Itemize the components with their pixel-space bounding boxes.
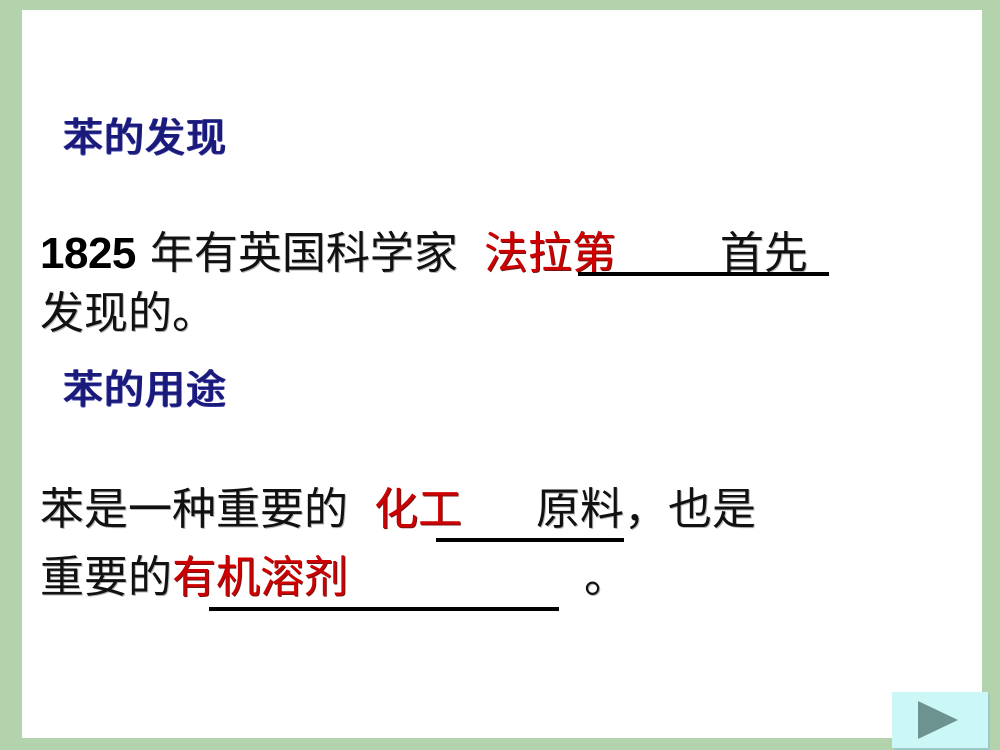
discovery-line-1-prefix: 年有英国科学家 (149, 228, 458, 279)
discovery-year: 1825 (40, 229, 136, 278)
uses-answer-chemical-industry: 化工 (374, 484, 462, 535)
uses-line-2: 重要的有机溶剂。 (40, 556, 628, 600)
uses-line-1-suffix: 原料，也是 (536, 484, 756, 535)
uses-line-2-prefix: 重要的 (40, 552, 172, 603)
play-triangle-icon (918, 701, 958, 739)
blank-underline-chemical-industry (436, 538, 624, 542)
heading-benzene-discovery: 苯的发现 (63, 115, 227, 161)
uses-line-1: 苯是一种重要的化工原料，也是 (40, 488, 756, 532)
blank-underline-faraday (578, 272, 829, 276)
blank-underline-organic-solvent (209, 607, 559, 611)
discovery-line-1-suffix: 首先 (719, 228, 808, 279)
discovery-line-2: 发现的。 (40, 288, 216, 339)
uses-line-1-prefix: 苯是一种重要的 (40, 484, 348, 535)
next-slide-button[interactable] (892, 692, 988, 748)
uses-answer-organic-solvent: 有机溶剂 (172, 552, 348, 603)
uses-line-2-suffix: 。 (584, 552, 628, 603)
heading-benzene-uses: 苯的用途 (63, 367, 227, 413)
discovery-answer-faraday: 法拉第 (483, 228, 616, 279)
